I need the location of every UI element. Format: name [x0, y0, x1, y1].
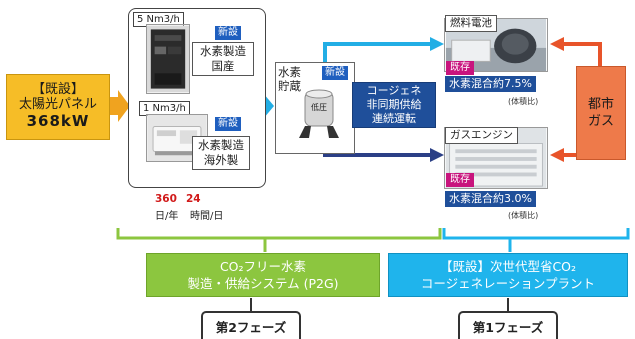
cogen-plant-box: 【既設】次世代型省CO₂ コージェネレーションプラント: [388, 253, 628, 297]
storage-new-badge: 新設: [322, 66, 348, 80]
overseas-new-badge: 新設: [215, 117, 241, 131]
gas-engine-existing-badge: 既存: [446, 173, 474, 187]
cogen-operation-box: コージェネ 非同期供給 連続運転: [352, 82, 436, 128]
p2g-bracket: [116, 228, 442, 240]
fuel-cell-existing-badge: 既存: [446, 61, 474, 75]
storage-to-fuelcell-line: [323, 42, 432, 66]
solar-panel-box: 【既設】 太陽光パネル 368kW: [6, 74, 110, 140]
solar-line1: 【既設】: [31, 82, 84, 98]
phase-1-label: 第1フェーズ: [458, 311, 558, 339]
gas-engine-title: ガスエンジン: [445, 127, 518, 144]
days-per-year-value: 360: [155, 193, 177, 205]
gas-engine-mix-ratio: 水素混合約3.0%: [445, 191, 536, 207]
domestic-new-badge: 新設: [215, 26, 241, 40]
solar-line2: 太陽光パネル: [18, 97, 97, 113]
overseas-label: 水素製造 海外製: [192, 136, 250, 170]
city-gas-box: 都市 ガス: [576, 66, 626, 160]
p2g-system-box: CO₂フリー水素 製造・供給システム (P2G): [146, 253, 380, 297]
tank-pressure-label: 低圧: [311, 103, 327, 112]
domestic-label: 水素製造 国産: [192, 42, 254, 76]
phase-2-label: 第2フェーズ: [201, 311, 301, 339]
cogen-bracket: [442, 228, 630, 240]
solar-capacity: 368kW: [26, 112, 90, 131]
gas-engine-ratio-note: (体積比): [508, 211, 539, 220]
fuel-cell-mix-ratio: 水素混合約7.5%: [445, 76, 536, 92]
hours-per-day-value: 24: [186, 193, 201, 205]
storage-label: 水素 貯蔵: [278, 65, 301, 93]
hours-per-day-unit: 時間/日: [190, 211, 224, 222]
solar-to-production-arrow: [110, 90, 130, 122]
days-per-year-unit: 日/年: [155, 211, 179, 222]
fuel-cell-title: 燃料電池: [445, 15, 497, 32]
citygas-to-fuelcell-line: [562, 42, 602, 66]
fuel-cell-ratio-note: (体積比): [508, 97, 539, 106]
storage-tank-icon: [299, 89, 339, 138]
domestic-electrolyzer-photo: [146, 24, 190, 94]
